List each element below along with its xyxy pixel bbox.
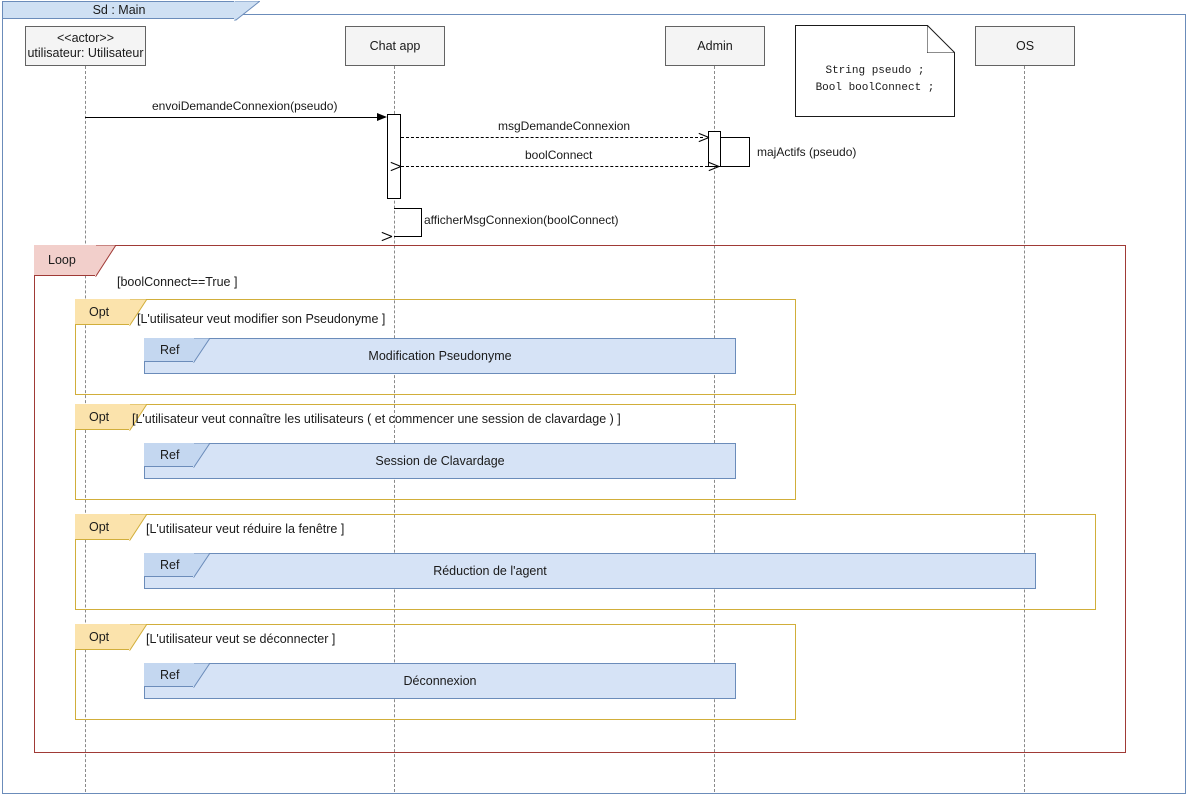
fragment-opt-4-tab[interactable]: Opt (75, 624, 130, 650)
selfmsg-admin-label: majActifs (pseudo) (757, 145, 857, 159)
fragment-loop-guard: [boolConnect==True ] (117, 275, 238, 289)
message-line-boolconnect (401, 166, 708, 167)
fragment-opt-3-tab-notch-icon (129, 514, 148, 541)
lifeline-os (1024, 66, 1025, 792)
ref-block-1-tab: Ref (144, 338, 194, 362)
ref-block-2-operator: Ref (160, 447, 180, 462)
selfmsg-chatapp-bottom (394, 236, 422, 237)
activation-chatapp (387, 114, 401, 199)
note-line-2: Bool boolConnect ; (815, 82, 935, 94)
note-fold-icon (927, 25, 955, 53)
fragment-opt-4-tab-notch-icon (129, 624, 148, 651)
note-line-1: String pseudo ; (825, 65, 925, 77)
ref-block-2-label: Session de Clavardage (375, 454, 505, 468)
sd-frame-tab: Sd : Main (2, 1, 236, 19)
ref-block-4-operator: Ref (160, 667, 180, 682)
ref-block-1[interactable]: Modification Pseudonyme (144, 338, 736, 374)
lifeline-head-chatapp[interactable]: Chat app (345, 26, 445, 66)
ref-block-4[interactable]: Déconnexion (144, 663, 736, 699)
selfmsg-admin-top (721, 137, 750, 138)
lifeline-head-utilisateur[interactable]: <<actor>> utilisateur: Utilisateur (25, 26, 146, 66)
message-arrowhead-boolconnect (401, 161, 411, 171)
lifeline-head-admin[interactable]: Admin (665, 26, 765, 66)
ref-block-2-tab-notch-icon (193, 443, 211, 468)
fragment-opt-3-operator: Opt (89, 519, 110, 534)
lifeline-stereotype-utilisateur: <<actor>> (57, 31, 114, 45)
message-line-envoidemandeconnexion (85, 117, 385, 118)
fragment-opt-4-guard: [L'utilisateur veut se déconnecter ] (146, 632, 336, 646)
fragment-loop-tab[interactable]: Loop (34, 245, 96, 276)
sd-tab-notch-icon (234, 1, 260, 21)
ref-block-3-operator: Ref (160, 557, 180, 572)
sd-frame-tab-label: Sd : Main (92, 3, 146, 17)
message-line-msgdemandeconnexion (401, 137, 703, 138)
fragment-loop (34, 245, 1126, 753)
lifeline-label-chatapp: Chat app (369, 38, 421, 53)
fragment-opt-1-tab[interactable]: Opt (75, 299, 130, 325)
lifeline-chatapp (394, 66, 395, 792)
selfmsg-chatapp-arrowhead (392, 231, 402, 241)
message-arrowhead-msgdemandeconnexion (698, 132, 708, 142)
fragment-opt-1-guard: [L'utilisateur veut modifier son Pseudon… (137, 312, 386, 326)
ref-block-3-label: Réduction de l'agent (433, 564, 547, 578)
ref-block-1-tab-notch-icon (193, 338, 211, 363)
message-label-msgdemandeconnexion: msgDemandeConnexion (498, 119, 631, 133)
fragment-opt-4 (75, 624, 796, 720)
ref-block-4-tab: Ref (144, 663, 194, 687)
lifeline-admin (714, 66, 715, 792)
fragment-loop-tab-notch-icon (95, 245, 117, 277)
fragment-opt-3 (75, 514, 1096, 610)
lifeline-label-os: OS (1015, 38, 1035, 53)
lifeline-head-os[interactable]: OS (975, 26, 1075, 66)
fragment-opt-1-operator: Opt (89, 304, 110, 319)
fragment-opt-2-guard: [L'utilisateur veut connaître les utilis… (132, 412, 621, 426)
lifeline-label-utilisateur: utilisateur: Utilisateur (27, 46, 144, 60)
ref-block-2[interactable]: Session de Clavardage (144, 443, 736, 479)
selfmsg-chatapp-label: afficherMsgConnexion(boolConnect) (424, 213, 619, 227)
ref-block-4-label: Déconnexion (403, 674, 477, 688)
ref-block-3-tab: Ref (144, 553, 194, 577)
ref-block-2-tab: Ref (144, 443, 194, 467)
ref-block-1-label: Modification Pseudonyme (368, 349, 512, 363)
selfmsg-admin-arrowhead (719, 161, 729, 171)
fragment-opt-2-operator: Opt (89, 409, 110, 424)
message-label-envoidemandeconnexion: envoiDemandeConnexion(pseudo) (152, 99, 338, 113)
fragment-opt-3-tab[interactable]: Opt (75, 514, 130, 540)
fragment-opt-4-operator: Opt (89, 629, 110, 644)
ref-block-1-operator: Ref (160, 342, 180, 357)
selfmsg-admin-right (749, 137, 750, 166)
fragment-opt-2 (75, 404, 796, 500)
fragment-opt-2-tab[interactable]: Opt (75, 404, 130, 430)
message-label-boolconnect: boolConnect (525, 148, 593, 162)
selfmsg-chatapp-right (421, 208, 422, 236)
ref-block-4-tab-notch-icon (193, 663, 211, 688)
fragment-loop-operator: Loop (48, 253, 76, 267)
note-text: String pseudo ; Bool boolConnect ; (795, 63, 955, 97)
fragment-opt-1 (75, 299, 796, 395)
fragment-opt-1-tab-notch-icon (129, 299, 148, 326)
message-arrowhead-envoidemandeconnexion (377, 113, 387, 121)
selfmsg-chatapp-top (394, 208, 422, 209)
ref-block-3-tab-notch-icon (193, 553, 211, 578)
note-body (795, 25, 955, 117)
lifeline-label-admin: Admin (697, 38, 733, 53)
fragment-opt-2-tab-notch-icon (129, 404, 148, 431)
selfmsg-admin-bottom (721, 166, 750, 167)
ref-block-3[interactable]: Réduction de l'agent (144, 553, 1036, 589)
note-declarations: String pseudo ; Bool boolConnect ; (795, 25, 955, 117)
fragment-opt-3-guard: [L'utilisateur veut réduire la fenêtre ] (146, 522, 345, 536)
